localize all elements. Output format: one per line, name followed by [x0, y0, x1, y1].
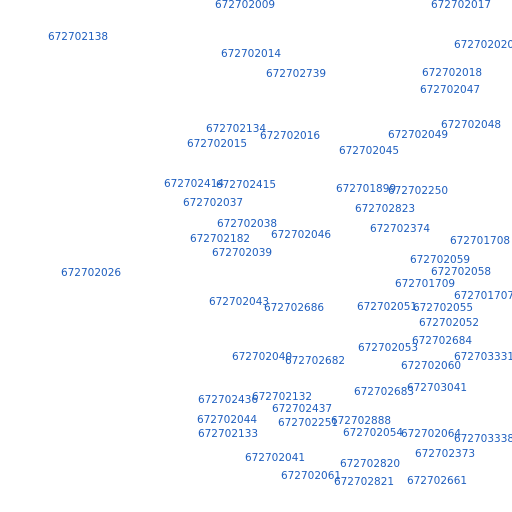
node-label[interactable]: 672702132 — [251, 391, 313, 403]
node-label[interactable]: 672702047 — [419, 84, 481, 96]
node-label[interactable]: 672702015 — [186, 138, 248, 150]
node-label[interactable]: 672702415 — [215, 179, 277, 191]
node-label[interactable]: 672702014 — [220, 48, 282, 60]
node-label[interactable]: 672701707 — [453, 290, 512, 302]
node-label[interactable]: 672702020 — [453, 39, 512, 51]
node-label[interactable]: 672702040 — [231, 351, 293, 363]
node-label[interactable]: 672702436 — [197, 394, 259, 406]
node-label[interactable]: 672703331 — [453, 351, 512, 363]
node-label[interactable]: 672702053 — [357, 342, 419, 354]
node-label[interactable]: 672702037 — [182, 197, 244, 209]
node-label[interactable]: 672702373 — [414, 448, 476, 460]
node-label[interactable]: 672702048 — [440, 119, 502, 131]
node-label[interactable]: 672702046 — [270, 229, 332, 241]
node-label[interactable]: 672702009 — [214, 0, 276, 11]
node-label[interactable]: 672702061 — [280, 470, 342, 482]
node-label[interactable]: 672702661 — [406, 475, 468, 487]
node-label[interactable]: 672702018 — [421, 67, 483, 79]
node-label[interactable]: 672702041 — [244, 452, 306, 464]
node-label[interactable]: 672703338 — [453, 433, 512, 445]
node-label[interactable]: 672701708 — [449, 235, 511, 247]
node-label[interactable]: 672702064 — [400, 428, 462, 440]
node-label[interactable]: 672702060 — [400, 360, 462, 372]
node-label[interactable]: 672702051 — [356, 301, 418, 313]
node-label[interactable]: 672702182 — [189, 233, 251, 245]
node-label[interactable]: 672702017 — [430, 0, 492, 11]
node-label[interactable]: 672702039 — [211, 247, 273, 259]
node-label[interactable]: 672702055 — [412, 302, 474, 314]
node-label[interactable]: 672702823 — [354, 203, 416, 215]
node-label[interactable]: 672702820 — [339, 458, 401, 470]
node-label[interactable]: 672702043 — [208, 296, 270, 308]
node-label[interactable]: 672702133 — [197, 428, 259, 440]
node-label[interactable]: 672702038 — [216, 218, 278, 230]
node-label[interactable]: 672702821 — [333, 476, 395, 488]
node-label[interactable]: 672702059 — [409, 254, 471, 266]
node-label[interactable]: 672702437 — [271, 403, 333, 415]
node-label[interactable]: 672702026 — [60, 267, 122, 279]
node-label[interactable]: 672702049 — [387, 129, 449, 141]
node-label[interactable]: 672702374 — [369, 223, 431, 235]
node-label[interactable]: 672702138 — [47, 31, 109, 43]
node-label[interactable]: 672702044 — [196, 414, 258, 426]
node-label[interactable]: 672701899 — [335, 183, 397, 195]
node-label[interactable]: 672702058 — [430, 266, 492, 278]
node-label[interactable]: 672702251 — [277, 417, 339, 429]
node-label[interactable]: 672703041 — [406, 382, 468, 394]
node-label[interactable]: 672702045 — [338, 145, 400, 157]
node-label[interactable]: 672702016 — [259, 130, 321, 142]
node-label[interactable]: 672702134 — [205, 123, 267, 135]
node-label[interactable]: 672702052 — [418, 317, 480, 329]
node-label[interactable]: 672702684 — [411, 335, 473, 347]
node-label[interactable]: 672702054 — [342, 427, 404, 439]
node-label[interactable]: 672702686 — [263, 302, 325, 314]
node-label[interactable]: 672702414 — [163, 178, 225, 190]
node-label[interactable]: 672702739 — [265, 68, 327, 80]
node-label[interactable]: 672702888 — [330, 415, 392, 427]
node-label[interactable]: 672701709 — [394, 278, 456, 290]
node-label[interactable]: 672702682 — [284, 355, 346, 367]
node-label[interactable]: 672702683 — [353, 386, 415, 398]
node-label[interactable]: 672702250 — [387, 185, 449, 197]
